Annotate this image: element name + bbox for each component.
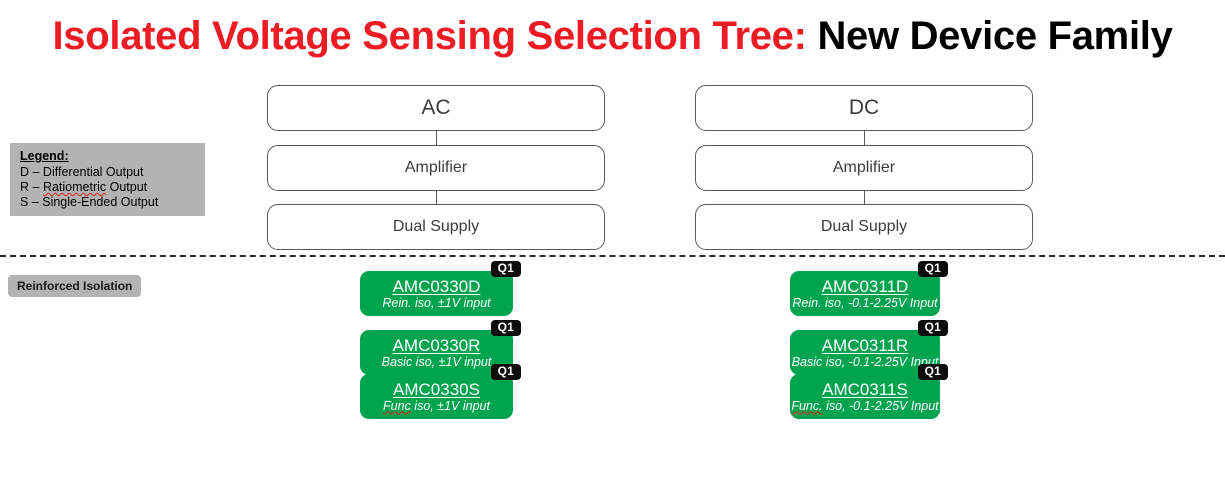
connector-ac-1	[436, 131, 437, 145]
device-subtitle: Basic iso, -0.1-2.25V Input	[791, 354, 939, 369]
device-subtitle-rest: iso, -0.1-2.25V Input	[822, 398, 939, 413]
q1-badge: Q1	[490, 261, 521, 277]
device-card-amc0330r[interactable]: AMC0330R Basic iso, ±1V input Q1	[360, 320, 521, 375]
legend-item-r-term: Ratiometric	[42, 180, 107, 194]
reinforced-isolation-label: Reinforced Isolation	[8, 275, 142, 297]
device-subtitle: Basic iso, ±1V input	[381, 354, 492, 369]
node-dc-supply[interactable]: Dual Supply	[695, 204, 1033, 250]
legend-item-s: S – Single-Ended Output	[20, 195, 159, 209]
node-dc-amplifier[interactable]: Amplifier	[695, 145, 1033, 191]
device-subtitle-term: Func	[383, 398, 411, 413]
device-name: AMC0311S	[822, 379, 908, 399]
device-subtitle: Rein. iso, -0.1-2.25V Input	[792, 295, 938, 310]
q1-badge: Q1	[917, 320, 948, 336]
device-subtitle-rest: iso, ±1V input	[410, 398, 490, 413]
device-name: AMC0311D	[821, 276, 909, 296]
q1-badge: Q1	[917, 261, 948, 277]
page-title: Isolated Voltage Sensing Selection Tree:…	[0, 14, 1225, 59]
connector-ac-2	[436, 191, 437, 204]
isolation-divider	[0, 255, 1225, 257]
device-subtitle: Func iso, ±1V input	[383, 399, 490, 414]
device-subtitle-term: Func.	[791, 398, 823, 413]
device-card-amc0311s[interactable]: AMC0311S Func. iso, -0.1-2.25V Input Q1	[790, 364, 948, 419]
device-subtitle: Func. iso, -0.1-2.25V Input	[791, 399, 938, 414]
page-title-rest: New Device Family	[806, 14, 1173, 58]
connector-dc-1	[864, 131, 865, 145]
node-ac-amplifier[interactable]: Amplifier	[267, 145, 605, 191]
node-ac-source[interactable]: AC	[267, 85, 605, 131]
legend-item-r: R – Ratiometric Output	[20, 180, 205, 195]
legend-box: Legend: D – Differential Output R – Rati…	[10, 143, 205, 216]
legend-item-r-suffix: Output	[106, 180, 148, 194]
q1-badge: Q1	[917, 364, 948, 380]
device-card-amc0330d[interactable]: AMC0330D Rein. iso, ±1V input Q1	[360, 261, 521, 316]
node-ac-supply[interactable]: Dual Supply	[267, 204, 605, 250]
device-card-amc0330s[interactable]: AMC0330S Func iso, ±1V input Q1	[360, 364, 521, 419]
device-name: AMC0330D	[392, 276, 481, 296]
q1-badge: Q1	[490, 364, 521, 380]
legend-item-r-prefix: R –	[20, 180, 43, 194]
q1-badge: Q1	[490, 320, 521, 336]
legend-heading: Legend:	[20, 149, 69, 163]
device-card-amc0311r[interactable]: AMC0311R Basic iso, -0.1-2.25V Input Q1	[790, 320, 948, 375]
device-name: AMC0311R	[821, 335, 909, 355]
device-card-amc0311d[interactable]: AMC0311D Rein. iso, -0.1-2.25V Input Q1	[790, 261, 948, 316]
connector-dc-2	[864, 191, 865, 204]
node-dc-source[interactable]: DC	[695, 85, 1033, 131]
device-name: AMC0330R	[392, 335, 481, 355]
device-subtitle: Rein. iso, ±1V input	[382, 295, 491, 310]
page-title-accent: Isolated Voltage Sensing Selection Tree:	[52, 14, 807, 58]
legend-item-d: D – Differential Output	[20, 165, 144, 179]
device-name: AMC0330S	[393, 379, 480, 399]
